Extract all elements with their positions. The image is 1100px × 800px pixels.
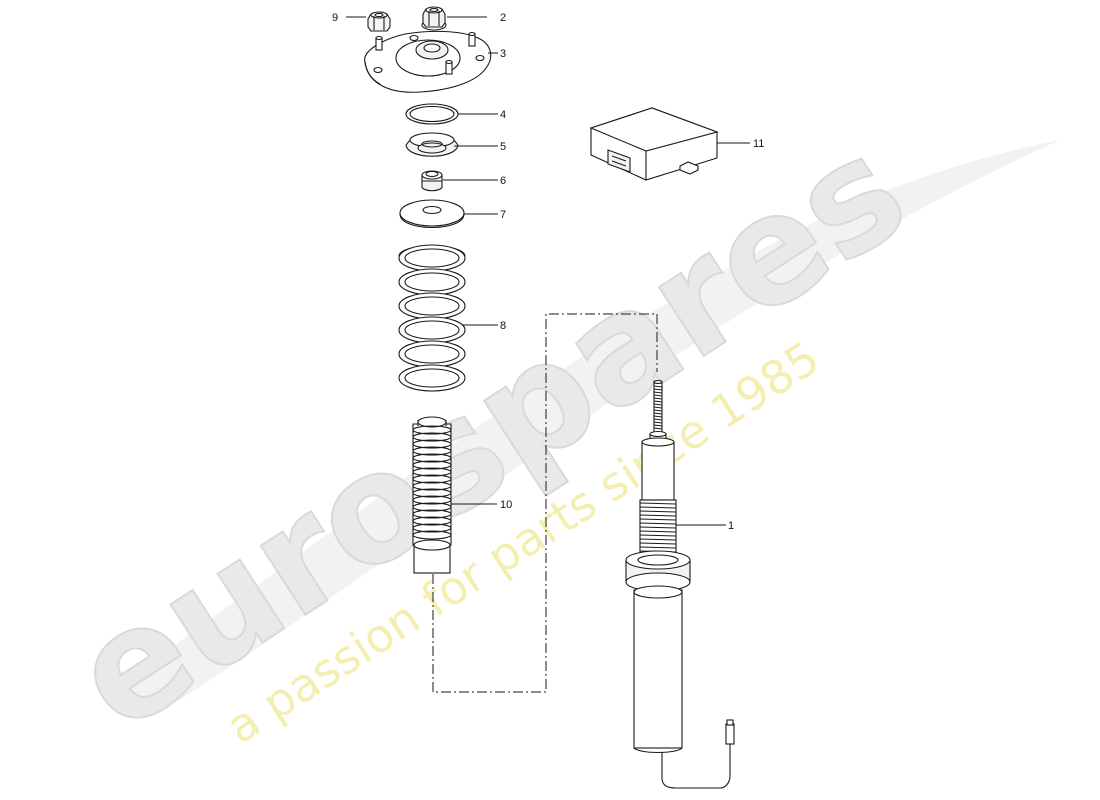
part-6-bump-stop <box>421 170 443 192</box>
callout-1: 1 <box>728 520 734 532</box>
callout-labels: 9 2 3 4 5 6 7 8 10 1 11 <box>332 12 764 532</box>
part-2-nut <box>421 6 447 31</box>
part-11-control-unit <box>589 107 719 181</box>
callout-11: 11 <box>753 138 764 150</box>
part-1-shock-absorber <box>625 379 735 789</box>
part-7-spring-seat <box>399 199 465 229</box>
callout-9: 9 <box>332 12 338 24</box>
callout-2: 2 <box>500 12 506 24</box>
watermark-brand: eurospares <box>45 103 935 765</box>
part-8-coil-spring <box>398 244 466 392</box>
callout-3: 3 <box>500 48 506 60</box>
callout-6: 6 <box>500 175 506 187</box>
callout-7: 7 <box>500 209 506 221</box>
callout-8: 8 <box>500 320 506 332</box>
assembly-line <box>432 313 658 693</box>
part-9-nut <box>367 11 391 32</box>
callout-10: 10 <box>500 499 512 511</box>
watermark: eurospares a passion for parts since 198… <box>44 102 1060 766</box>
part-5-bearing <box>405 132 459 157</box>
leader-lines <box>346 16 750 526</box>
part-4-ring <box>405 103 459 125</box>
stud-threads <box>653 385 663 430</box>
callout-5: 5 <box>500 141 506 153</box>
boot-ribs <box>412 425 452 540</box>
part-10-dust-boot <box>412 416 452 574</box>
body-threads <box>639 502 677 557</box>
watermark-swoosh <box>110 140 1060 700</box>
part-3-top-mount <box>364 30 492 93</box>
callout-4: 4 <box>500 109 506 121</box>
